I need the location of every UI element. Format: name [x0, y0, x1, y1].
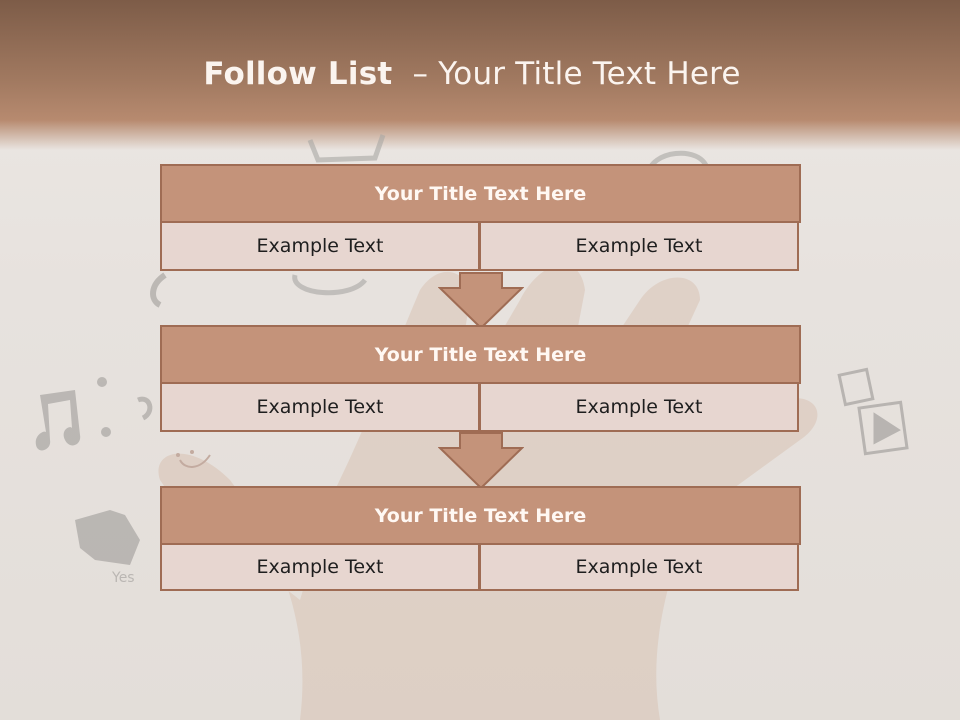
block-cell-right: Example Text	[479, 382, 799, 432]
slide-title: Follow List – Your Title Text Here	[0, 56, 944, 92]
block-cell-right: Example Text	[479, 543, 799, 591]
block-cell-left: Example Text	[160, 382, 480, 432]
media-play-icon	[837, 367, 909, 456]
telephone-icon	[150, 272, 167, 308]
block-cell-left: Example Text	[160, 543, 480, 591]
slide-title-rest: – Your Title Text Here	[392, 56, 741, 92]
down-arrow-icon	[438, 272, 524, 330]
down-arrow-icon	[438, 432, 524, 490]
music-note-icon	[35, 377, 153, 451]
block-title: Your Title Text Here	[160, 325, 801, 384]
block-cell-left: Example Text	[160, 221, 480, 271]
block-cell-right: Example Text	[479, 221, 799, 271]
thumbs-up-icon: Yes	[75, 510, 140, 586]
block-title: Your Title Text Here	[160, 164, 801, 223]
svg-text:Yes: Yes	[111, 570, 135, 586]
header-band	[0, 0, 960, 150]
block-title: Your Title Text Here	[160, 486, 801, 545]
slide-title-bold: Follow List	[203, 56, 393, 92]
